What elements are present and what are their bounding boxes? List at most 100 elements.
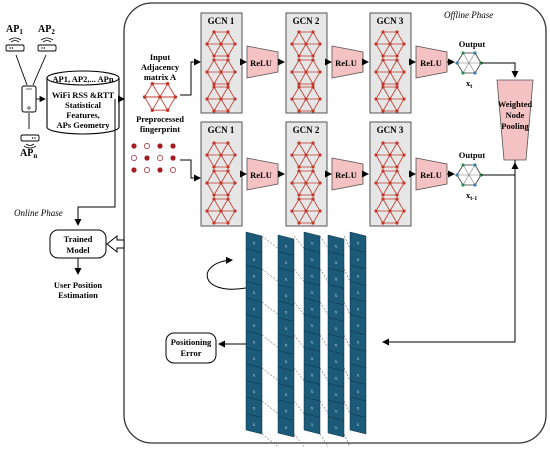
- output-var-top: xt: [466, 78, 472, 90]
- tensor-connector: [293, 367, 305, 381]
- tensor-cell-mark: x: [253, 241, 256, 246]
- database-line: APs Geometry: [56, 120, 110, 130]
- tensor-cell-mark: x: [311, 340, 314, 345]
- tensor-connector: [343, 301, 351, 315]
- tensor-connector: [343, 268, 351, 282]
- svg-text:GCN 2: GCN 2: [293, 125, 320, 135]
- svg-text:Weighted: Weighted: [498, 99, 533, 109]
- tensor-cell-mark: x: [311, 258, 314, 263]
- tensor-connector: [343, 334, 351, 348]
- svg-text:ReLU: ReLU: [250, 170, 272, 180]
- svg-text:GCN 3: GCN 3: [377, 16, 404, 26]
- tensor-connector: [261, 334, 279, 348]
- tensor-cell-mark: x: [357, 307, 360, 312]
- tensor-cell-mark: x: [357, 324, 360, 329]
- svg-text:ReLU: ReLU: [420, 170, 442, 180]
- tensor-connector: [319, 367, 329, 381]
- tensor-connector: [319, 235, 329, 249]
- svg-text:GCN 2: GCN 2: [293, 16, 320, 26]
- tensor-cell-mark: x: [311, 357, 314, 362]
- tensor-connector: [319, 433, 329, 447]
- tensor-cell-mark: x: [253, 423, 256, 428]
- relu-block: [415, 157, 448, 191]
- tensor-connector: [319, 301, 329, 315]
- gcn-layer-box: [200, 121, 243, 227]
- tensor-connector: [293, 268, 305, 282]
- model-transfer-arrow: [106, 234, 125, 254]
- database-line: Statistical: [65, 100, 102, 110]
- tensor-cell-mark: x: [335, 244, 338, 249]
- svg-text:Adjacency: Adjacency: [141, 62, 180, 72]
- fingerprint-dots: [131, 143, 176, 173]
- tensor-cell-mark: x: [357, 274, 360, 279]
- output-graph: [454, 50, 484, 76]
- svg-text:Preprocessed: Preprocessed: [136, 114, 184, 124]
- tensor-connector: [261, 301, 279, 315]
- tensor-connector: [261, 400, 279, 414]
- tensor-cell-mark: x: [253, 373, 256, 378]
- gcn-layer-box: [369, 121, 412, 227]
- tensor-cell: [277, 416, 295, 438]
- tensor-connector: [293, 334, 305, 348]
- tensor-cell-mark: x: [335, 261, 338, 266]
- database-line: Features,: [66, 110, 100, 120]
- tensor-cell-mark: x: [285, 277, 288, 282]
- tensor-cell-mark: x: [311, 324, 314, 329]
- tensor-cell-mark: x: [335, 310, 338, 315]
- tensor-cell-mark: x: [285, 409, 288, 414]
- tensor-cell-mark: x: [253, 340, 256, 345]
- tensor-connector: [319, 334, 329, 348]
- tensor-cell-mark: x: [357, 258, 360, 263]
- tensor-cell-mark: x: [335, 294, 338, 299]
- weighted-node-pooling: Weighted Node Pooling: [496, 79, 534, 161]
- tensor-connector: [261, 367, 279, 381]
- tensor-cell-mark: x: [335, 426, 338, 431]
- tensor-connector: [293, 433, 305, 447]
- relu-block: [415, 45, 448, 79]
- tensor-cell-mark: x: [253, 258, 256, 263]
- svg-text:Pooling: Pooling: [501, 121, 529, 131]
- tensor-connector: [293, 400, 305, 414]
- tensor-connector: [319, 268, 329, 282]
- svg-text:ReLU: ReLU: [335, 170, 357, 180]
- fingerprint-database: AP1, AP2,... APn WiFi RSS &RTT Statistic…: [46, 70, 120, 135]
- svg-text:fingerprint: fingerprint: [140, 124, 180, 134]
- user-position-label: User Position: [54, 280, 103, 290]
- tensor-cell-mark: x: [285, 376, 288, 381]
- tensor-cell-mark: x: [253, 357, 256, 362]
- tensor-cell-mark: x: [357, 423, 360, 428]
- tensor-connector: [261, 433, 279, 447]
- access-points-group: AP1 AP2 APn: [5, 24, 57, 160]
- gcn-layer-box: [369, 12, 412, 114]
- database-line: WiFi RSS &RTT: [52, 90, 115, 100]
- tensor-cell-mark: x: [285, 244, 288, 249]
- tensor-cell-mark: x: [285, 261, 288, 266]
- database-header: AP1, AP2,... APn: [52, 74, 113, 84]
- preprocessed-fingerprint: Preprocessed fingerprint: [131, 114, 184, 173]
- output-var-bottom: xt-1: [466, 190, 477, 202]
- tensor-connector: [261, 235, 279, 249]
- tensor-cell-mark: x: [311, 390, 314, 395]
- tensor-cell-mark: x: [311, 373, 314, 378]
- svg-text:Positioning: Positioning: [171, 337, 212, 347]
- tensor-cell-mark: x: [311, 423, 314, 428]
- svg-text:Trained: Trained: [64, 234, 93, 244]
- tensor-connector: [343, 235, 351, 249]
- tensor-cell-mark: x: [311, 274, 314, 279]
- relu-block: [246, 45, 279, 79]
- tensor-cell-mark: x: [335, 360, 338, 365]
- tensor-cell-mark: x: [253, 274, 256, 279]
- relu-block: [246, 157, 279, 191]
- svg-text:GCN 1: GCN 1: [208, 125, 235, 135]
- tensor-cell-mark: x: [285, 360, 288, 365]
- svg-text:GCN 1: GCN 1: [208, 16, 235, 26]
- offline-phase-label: Offline Phase: [444, 10, 493, 20]
- gcn-layer-box: [285, 12, 328, 114]
- output-label: Output: [459, 150, 486, 160]
- tensor-cell: [349, 413, 367, 435]
- tensor-cell-mark: x: [357, 357, 360, 362]
- output-label: Output: [459, 39, 486, 49]
- tensor-cell-mark: x: [285, 327, 288, 332]
- svg-text:ReLU: ReLU: [250, 58, 272, 68]
